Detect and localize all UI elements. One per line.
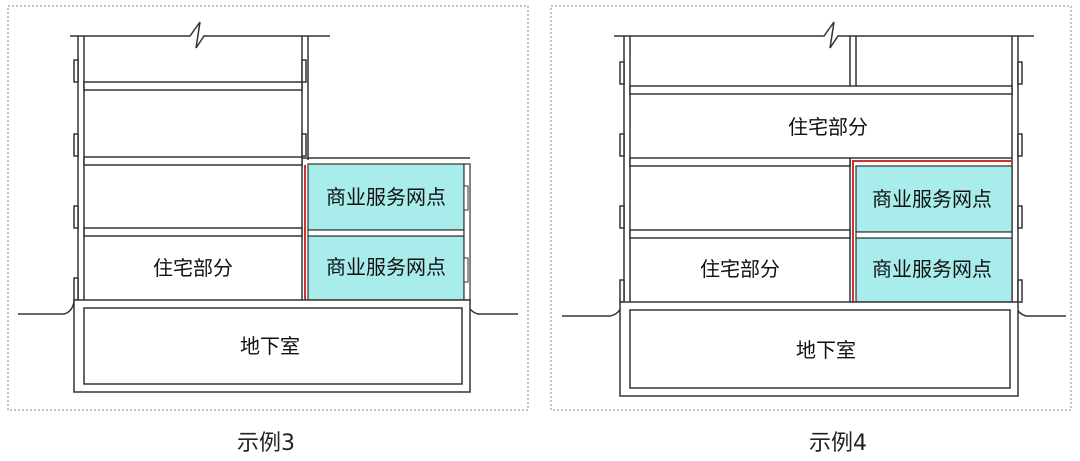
example-3-ground-right	[465, 301, 518, 315]
example-4-residential-label-upper: 住宅部分	[788, 115, 868, 139]
example-3-commercial-cell-upper	[307, 163, 465, 231]
example-4-commercial-cell-upper	[855, 165, 1013, 233]
example-3-commercial-label-upper: 商业服务网点	[326, 185, 446, 209]
example-3-commercial-label-lower: 商业服务网点	[326, 255, 446, 279]
example-4-basement-inner	[629, 309, 1011, 389]
example-3-basement-inner	[83, 307, 463, 385]
example-4-commercial-label-upper: 商业服务网点	[872, 187, 992, 211]
example-4-caption: 示例4	[809, 431, 867, 456]
example-3-slab-1	[83, 81, 303, 91]
example-4: 住宅部分 住宅部分 商业服务网点 商业服务网点 地下室 示例4	[550, 5, 1072, 456]
example-4-ground-right	[1013, 303, 1066, 317]
example-4-commercial-label-lower: 商业服务网点	[872, 257, 992, 281]
example-4-residential-label-lower: 住宅部分	[700, 257, 780, 281]
example-3-slab-2	[83, 156, 303, 166]
example-4-fire-separation-line	[852, 160, 1012, 302]
example-4-frame	[550, 5, 1072, 411]
example-3-basement-label: 地下室	[240, 334, 300, 358]
example-3-caption: 示例3	[237, 431, 295, 456]
example-4-commercial-cell-lower	[855, 237, 1013, 303]
example-3: 住宅部分 商业服务网点 商业服务网点 地下室 示例3	[7, 5, 529, 456]
example-4-basement-label: 地下室	[796, 338, 856, 362]
example-3-break-line	[70, 21, 330, 49]
example-3-slab-3	[83, 227, 303, 237]
example-3-frame	[7, 5, 529, 411]
example-4-window-notches	[619, 61, 1023, 303]
example-3-ground-left	[18, 301, 75, 315]
example-3-commercial-cell-lower	[307, 235, 465, 301]
example-4-break-line	[614, 21, 1034, 49]
example-3-window-notches	[73, 59, 307, 301]
example-3-residential-label: 住宅部分	[153, 256, 233, 280]
example-4-ground-left	[562, 303, 623, 317]
